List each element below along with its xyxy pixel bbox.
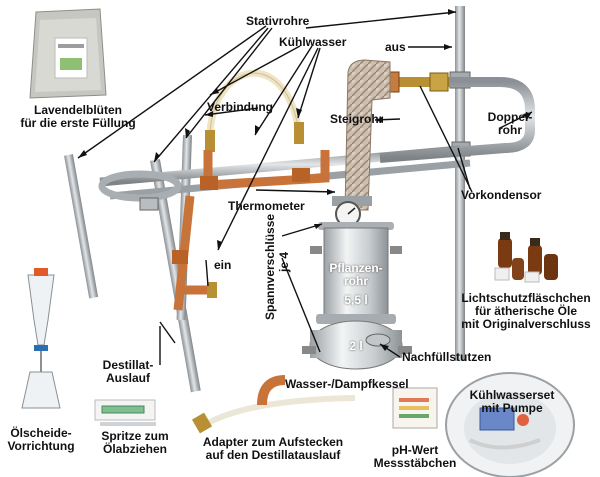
label-thermometer: Thermometer	[228, 199, 305, 213]
label-kuehlset: Kühlwasserset mit Pumpe	[469, 388, 555, 415]
lavender-bag	[29, 8, 107, 99]
still-pot	[302, 196, 412, 370]
label-destillat: Destillat- Auslauf	[102, 358, 154, 385]
amber-bottles	[494, 232, 558, 283]
label-kuehlwasser: Kühlwasser	[279, 35, 347, 49]
label-ein: ein	[214, 258, 232, 272]
label-pflanzenrohr: Pflanzen- rohr	[329, 261, 383, 288]
label-aus: aus	[385, 40, 406, 54]
label-nachfuellstutzen: Nachfüllstutzen	[402, 350, 492, 364]
separating-funnel	[21, 268, 61, 409]
label-lichtschutz: Lichtschutzfläschchen für ätherische Öle…	[461, 291, 591, 331]
riser-pipe	[344, 59, 391, 211]
label-lavendel: Lavendelblüten für die erste Füllung	[20, 103, 136, 130]
label-spannverschluesse-je: je 4	[277, 251, 291, 272]
arrow-heads	[78, 9, 532, 351]
label-kessel-volume: 2 l	[349, 339, 363, 353]
label-adapter: Adapter zum Aufstecken auf den Destillat…	[202, 435, 344, 462]
label-pflanzenrohr-volume: 5,5 l	[344, 293, 368, 307]
syringe	[94, 399, 156, 426]
ph-strips	[392, 387, 438, 429]
label-steigrohr: Steigrohr	[330, 112, 384, 126]
label-spritze: Spritze zum Ölabziehen	[101, 429, 169, 456]
label-vorkondensor: Vorkondensor	[461, 188, 542, 202]
label-ph: pH-Wert Messstäbchen	[373, 443, 457, 470]
label-spannverschluesse: Spannverschlüsse	[263, 213, 277, 320]
label-doppelrohr: Doppel- rohr	[487, 110, 533, 137]
adapter-parts	[191, 375, 356, 434]
cooling-bucket	[445, 372, 575, 477]
label-kessel: Wasser-/Dampfkessel	[285, 377, 409, 391]
label-verbindung: Verbindung	[207, 100, 273, 114]
label-stativrohre: Stativrohre	[246, 14, 310, 28]
label-oelscheide: Ölscheide- Vorrichtung	[7, 426, 75, 453]
